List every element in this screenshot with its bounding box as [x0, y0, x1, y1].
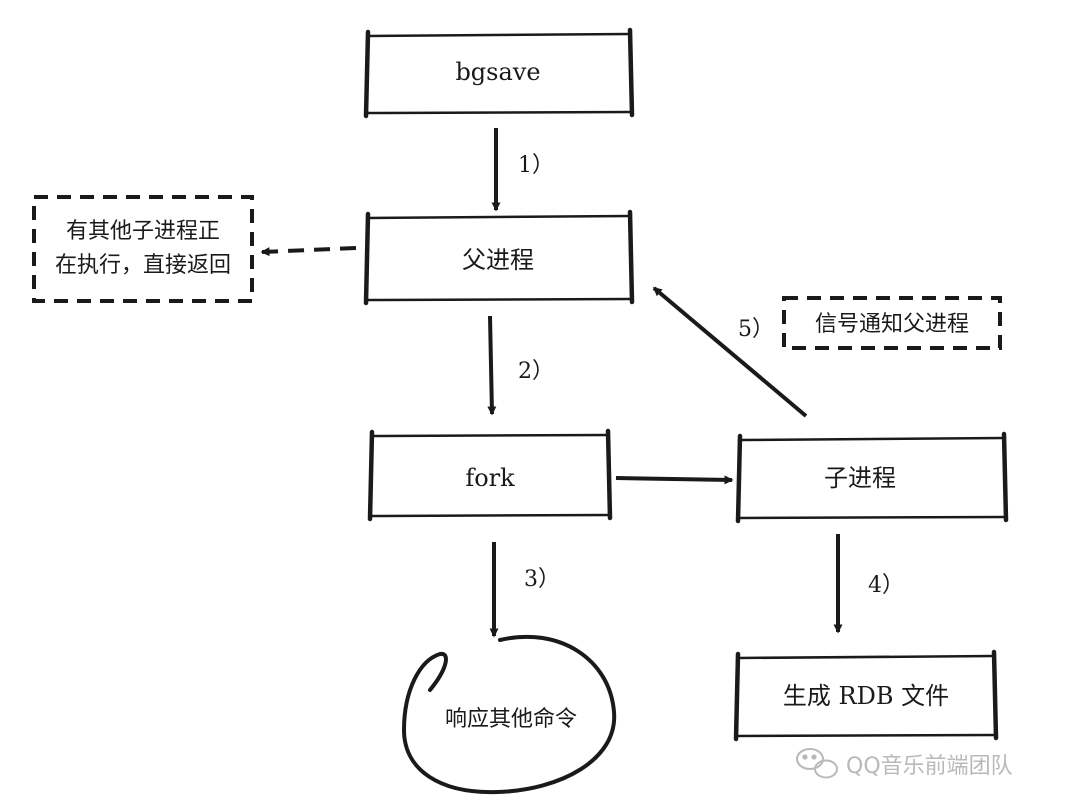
rdb-file-label: 生成 RDB 文件: [783, 682, 949, 710]
arrow-parent-to-fork: [487, 315, 497, 416]
step-5-label: 5）: [738, 317, 774, 342]
busy-return-line-1: 有其他子进程正: [66, 219, 220, 244]
busy-return-box: [32, 195, 254, 303]
arrow-parent-to-busy: [260, 246, 357, 257]
wechat-icon: [796, 748, 838, 779]
fork-label: fork: [465, 464, 515, 492]
respond-commands-blob: [401, 634, 617, 795]
step-3-label: 3）: [524, 567, 560, 592]
arrow-child-to-parent: [652, 286, 808, 418]
step-1-label: 1）: [518, 153, 554, 178]
rdb-file-box: [733, 649, 999, 742]
bgsave-box: [363, 27, 635, 119]
parent-process-label: 父进程: [462, 246, 534, 274]
child-process-box: [735, 431, 1009, 524]
signal-parent-label: 信号通知父进程: [815, 312, 969, 337]
parent-process-box: [363, 209, 635, 306]
signal-parent-box: [782, 296, 1002, 350]
watermark-text: QQ音乐前端团队: [846, 754, 1013, 779]
step-4-label: 4）: [868, 573, 904, 598]
step-2-label: 2）: [518, 359, 554, 384]
busy-return-line-2: 在执行，直接返回: [55, 253, 231, 278]
arrow-fork-to-child: [615, 475, 734, 485]
child-process-label: 子进程: [824, 464, 896, 492]
fork-box: [367, 428, 613, 522]
bgsave-label: bgsave: [455, 58, 540, 86]
respond-commands-label: 响应其他命令: [445, 707, 577, 732]
